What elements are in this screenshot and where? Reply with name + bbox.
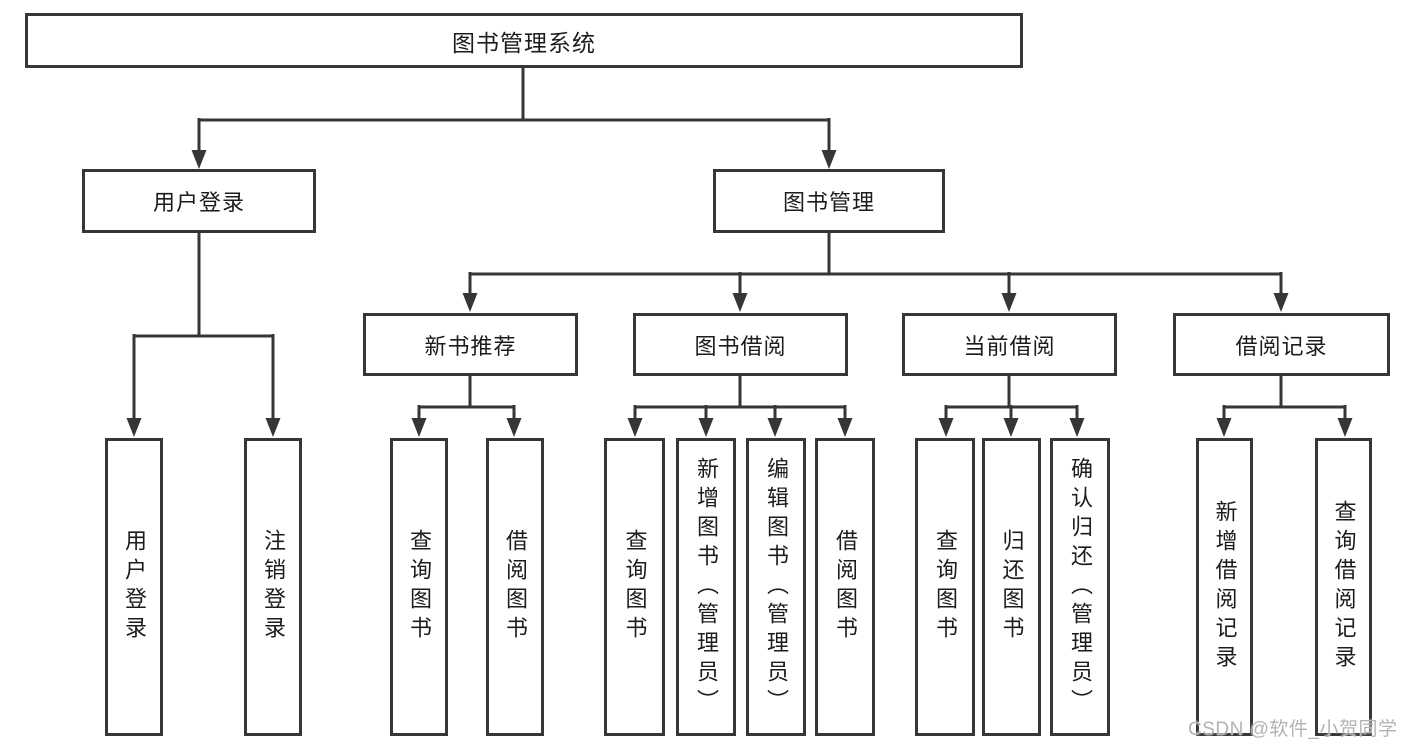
node-library-management-system: 图书管理系统 [25, 13, 1023, 68]
leaf-label: 查询图书 [407, 529, 432, 645]
node-label: 图书管理系统 [452, 29, 596, 56]
leaf-label: 查询图书 [933, 529, 958, 645]
leaf-current-query-books: 查询图书 [915, 438, 975, 736]
node-current-borrowing: 当前借阅 [902, 313, 1117, 376]
node-user-login: 用户登录 [82, 169, 316, 233]
leaf-borrow-edit-books-admin: 编辑图书（管理员） [746, 438, 806, 736]
leaf-label: 注销登录 [261, 529, 286, 645]
leaf-current-confirm-return-admin: 确认归还（管理员） [1050, 438, 1110, 736]
leaf-borrow-borrow-books: 借阅图书 [815, 438, 875, 736]
leaf-label: 新增借阅记录 [1212, 500, 1238, 674]
leaf-recommend-borrow-books: 借阅图书 [486, 438, 544, 736]
leaf-label: 借阅图书 [833, 529, 858, 645]
node-label: 当前借阅 [963, 333, 1056, 359]
node-label: 用户登录 [152, 190, 245, 215]
node-book-borrowing: 图书借阅 [633, 313, 848, 376]
leaf-label: 确认归还（管理员） [1068, 456, 1093, 718]
node-label: 图书借阅 [694, 333, 787, 359]
leaf-label: 用户登录 [122, 529, 147, 645]
leaf-label: 借阅图书 [503, 529, 528, 645]
leaf-logout-login: 注销登录 [244, 438, 302, 736]
node-label: 图书管理 [782, 190, 875, 215]
node-new-book-recommendation: 新书推荐 [363, 313, 578, 376]
node-label: 借阅记录 [1235, 333, 1328, 359]
leaf-borrow-add-books-admin: 新增图书（管理员） [676, 438, 736, 736]
leaf-recommend-query-books: 查询图书 [390, 438, 448, 736]
leaf-label: 归还图书 [999, 529, 1025, 645]
leaf-current-return-books: 归还图书 [982, 438, 1041, 736]
node-label: 新书推荐 [424, 333, 517, 359]
csdn-watermark: CSDN @软件_小贺同学 [1188, 719, 1398, 740]
leaf-label: 查询图书 [622, 529, 648, 645]
leaf-label: 新增图书（管理员） [694, 456, 719, 718]
leaf-borrow-query-books: 查询图书 [604, 438, 665, 736]
leaf-user-login: 用户登录 [105, 438, 163, 736]
node-book-management: 图书管理 [713, 169, 945, 233]
node-borrowing-records: 借阅记录 [1173, 313, 1390, 376]
leaf-records-query-borrow-record: 查询借阅记录 [1315, 438, 1372, 736]
leaf-label: 查询借阅记录 [1331, 500, 1357, 674]
leaf-records-add-borrow-record: 新增借阅记录 [1196, 438, 1253, 736]
leaf-label: 编辑图书（管理员） [764, 456, 789, 718]
